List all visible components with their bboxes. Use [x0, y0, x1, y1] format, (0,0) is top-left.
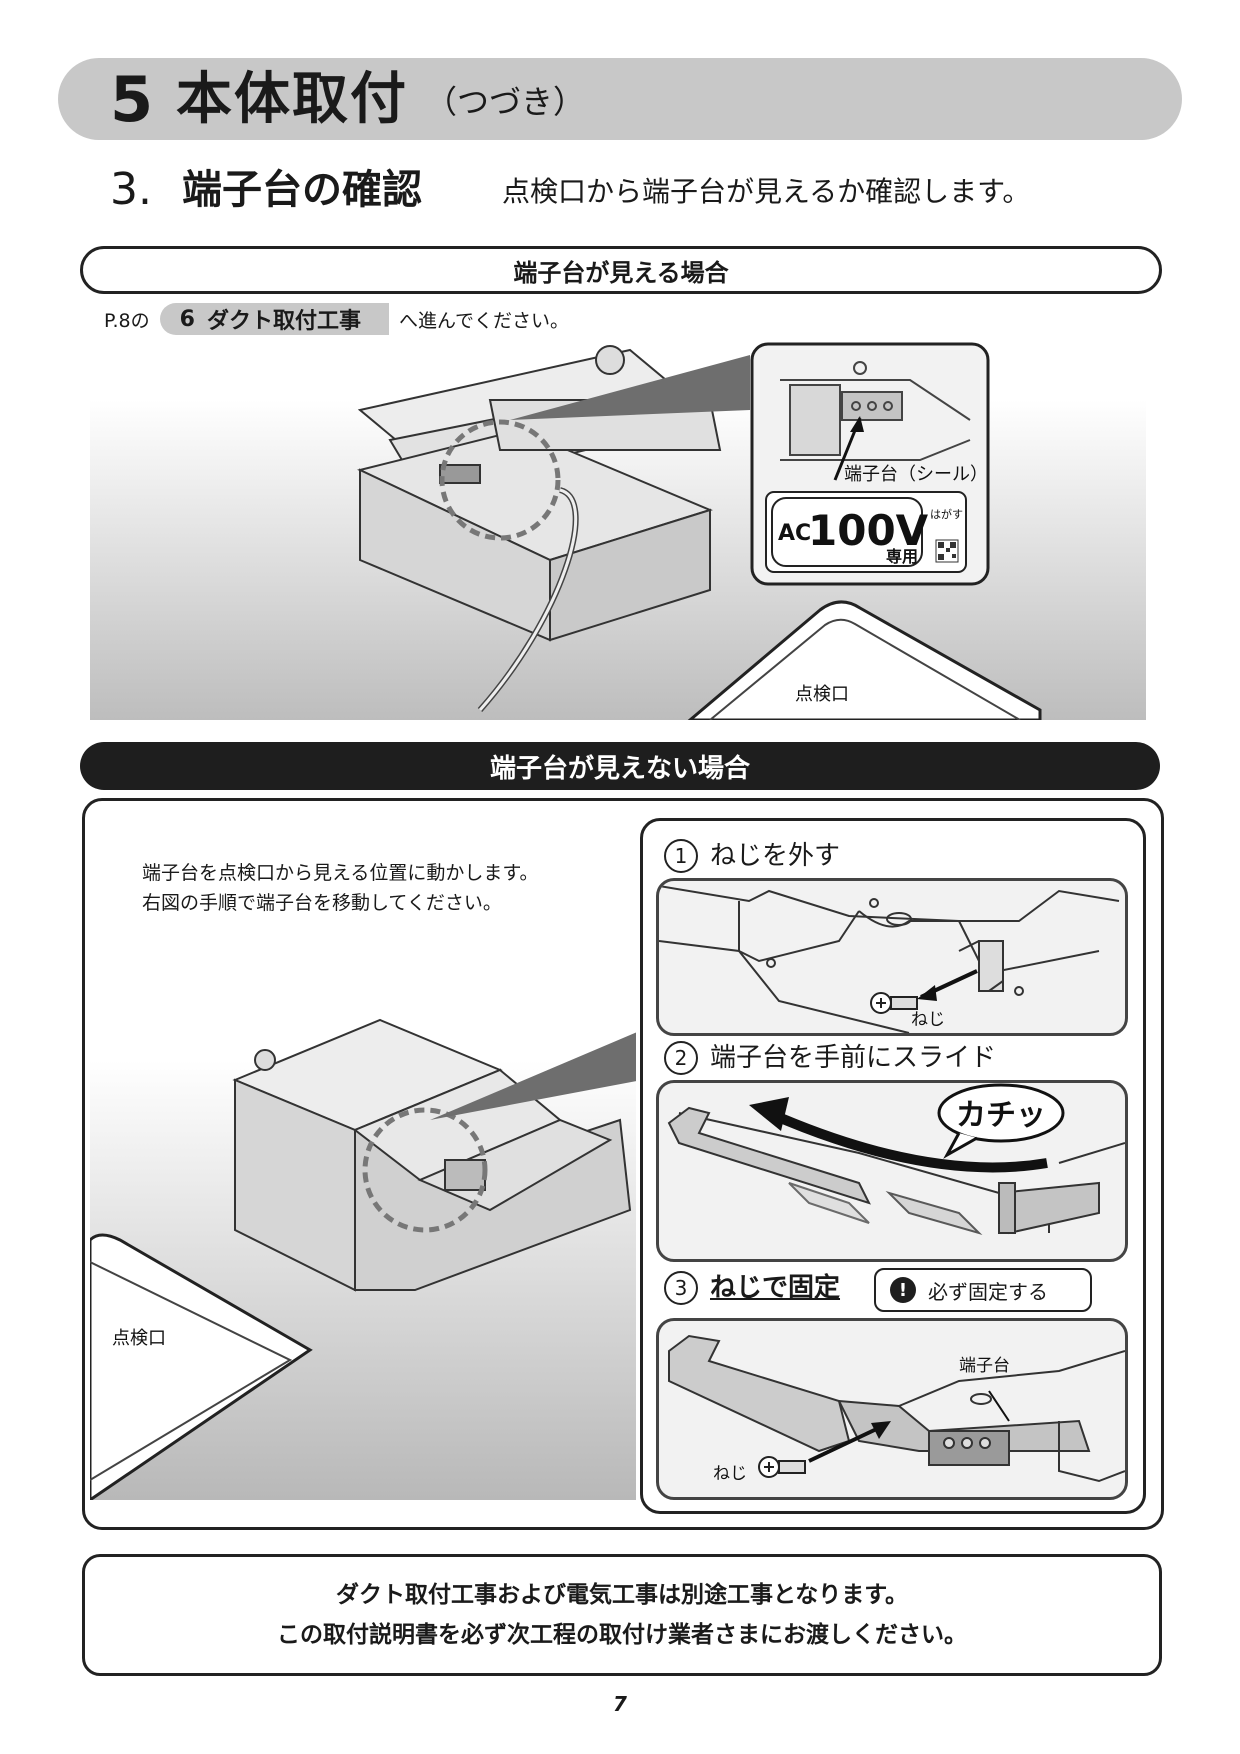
procedure-step-2-panel: カチッ [656, 1080, 1128, 1262]
opening-label: 点検口 [795, 684, 849, 705]
seal-voltage-text: 100V [808, 506, 929, 555]
step-number: 3. [110, 164, 152, 215]
screw-icon [758, 1456, 806, 1478]
step-3-text: ねじで固定 [710, 1273, 841, 1303]
case-visible-label: 端子台が見える場合 [513, 258, 729, 287]
step-1-illustration: ねじ [659, 885, 1120, 1033]
case-not-visible-label: 端子台が見えない場合 [489, 753, 750, 784]
click-sound-text: カチッ [956, 1098, 1046, 1133]
step-1-screw-label: ねじ [911, 1010, 945, 1030]
description-line-2: 右図の手順で端子台を移動してください。 [142, 892, 502, 914]
screw-icon [870, 992, 918, 1014]
footer-note-line-2: この取付説明書を必ず次工程の取付け業者さまにお渡しください。 [277, 1622, 967, 1648]
procedure-step-3-panel: 端子台 ねじ [656, 1318, 1128, 1500]
callout-wedge [510, 355, 750, 420]
section-subtitle: （つづき） [425, 83, 586, 121]
step-3-terminal-label: 端子台 [959, 1356, 1010, 1376]
section-header-bar [58, 58, 1182, 140]
case-not-visible-description: 端子台を点検口から見える位置に動かします。 右図の手順で端子台を移動してください… [142, 858, 539, 918]
caution-note: ! 必ず固定する [874, 1268, 1092, 1312]
reference-suffix: へ進んでください。 [398, 309, 570, 332]
step-1-text: ねじを外す [710, 841, 841, 871]
terminal-highlight-circle [362, 1107, 488, 1233]
terminal-highlight-circle [439, 419, 561, 541]
procedure-step-1-label: 1 ねじを外す [664, 838, 840, 874]
procedure-step-3-label: 3 ねじで固定 [664, 1270, 840, 1306]
step-description: 点検口から端子台が見えるか確認します。 [502, 175, 1031, 208]
case-not-visible-header: 端子台が見えない場合 [80, 742, 1160, 790]
page-number: 7 [613, 1692, 627, 1716]
caution-text: 必ず固定する [928, 1279, 1048, 1304]
footer-note-box: ダクト取付工事および電気工事は別途工事となります。 この取付説明書を必ず次工程の… [82, 1554, 1162, 1676]
page-reference: P.8の 6 ダクト取付工事 へ進んでください。 [104, 302, 569, 336]
click-sound-bubble [937, 1083, 1065, 1143]
opening-label: 点検口 [112, 1328, 166, 1349]
step-2-number: 2 [664, 1041, 698, 1075]
step-2-illustration: カチッ [667, 1083, 1125, 1236]
case-not-visible-illustration: 点検口 [90, 1018, 636, 1500]
callout-label: 端子台（シール） [844, 464, 988, 485]
footer-note-line-1: ダクト取付工事および電気工事は別途工事となります。 [335, 1582, 908, 1608]
reference-prefix: P.8の [104, 309, 150, 332]
inspection-opening [687, 600, 1042, 720]
qr-code-icon [935, 539, 959, 563]
reference-section-number: 6 [179, 306, 195, 332]
seal-only-text: 専用 [886, 547, 918, 566]
step-title: 端子台の確認 [182, 167, 422, 213]
step-2-text: 端子台を手前にスライド [710, 1043, 997, 1073]
case-visible-header: 端子台が見える場合 [80, 246, 1162, 294]
section-number: 5 [110, 63, 154, 136]
step-3-screw-label: ねじ [713, 1464, 747, 1484]
description-line-1: 端子台を点検口から見える位置に動かします。 [142, 862, 539, 884]
inspection-opening [90, 1233, 313, 1500]
step-1-number: 1 [664, 839, 698, 873]
step-3-number: 3 [664, 1271, 698, 1305]
fan-unit [232, 1018, 632, 1292]
step-3-illustration: 端子台 ねじ [668, 1334, 1125, 1484]
section-title: 本体取付 [176, 67, 408, 132]
case-visible-illustration: 端子台（シール） AC 100V 専用 はがす 点検口 [90, 342, 1146, 720]
seal-peel-text: はがす [930, 507, 963, 521]
callout-wedge [430, 1032, 636, 1120]
slide-arrow [766, 1108, 1048, 1173]
procedure-step-1-panel: ねじ [656, 878, 1128, 1036]
procedure-step-2-label: 2 端子台を手前にスライド [664, 1040, 996, 1076]
reference-section-title: ダクト取付工事 [206, 309, 361, 334]
seal-ac-text: AC [778, 521, 811, 546]
exclamation-icon: ! [890, 1277, 916, 1303]
fasten-arrow [808, 1423, 886, 1463]
reference-section-pill: 6 ダクト取付工事 [159, 303, 389, 335]
